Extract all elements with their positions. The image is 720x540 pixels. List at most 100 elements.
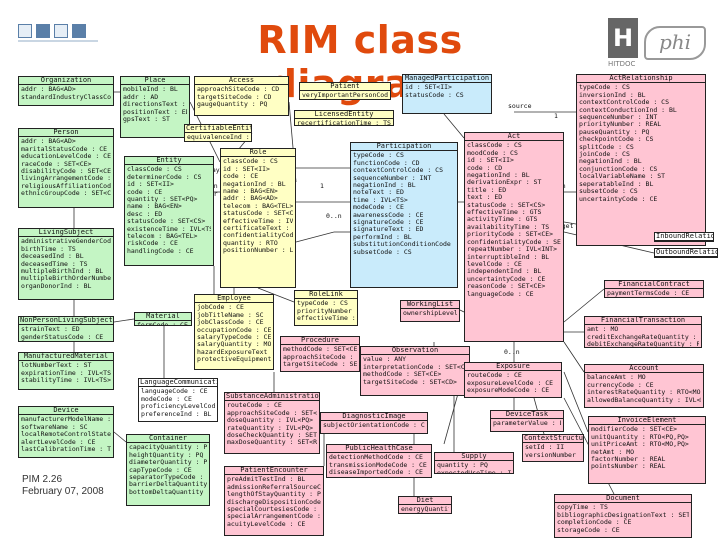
class-attribute: classCode : CS	[223, 158, 278, 166]
class-attribute: allowedBalanceQuantity : IVL<MO>	[587, 396, 701, 404]
class-attribute: unitQuantity : RTO<PQ,PQ>	[591, 433, 689, 441]
class-attribute: completionCode : CE	[557, 519, 632, 527]
association-line	[563, 341, 585, 373]
class-attribute: languageCode : CE	[141, 388, 208, 396]
class-attribute: diseaseImportedCode : CE	[329, 469, 423, 477]
class-attribute: methodCode : SET<CE>	[363, 371, 442, 379]
class-attribute: localRemoteControlStateCode : CE	[21, 431, 111, 439]
class-attribute: value : ANY	[363, 356, 407, 364]
class-attribute: methodCode : SET<CE>	[283, 346, 357, 354]
class-name: ContextStructure	[523, 435, 583, 444]
class-attribute: performInd : BL	[353, 233, 412, 241]
class-attribute: transmissionModeCode : CE	[329, 461, 427, 469]
class-name: InboundRelationship	[655, 233, 713, 241]
class-attribute: addr : BAG<AD>	[21, 138, 76, 146]
class-name: ActRelationship	[577, 75, 705, 84]
class-attribute: typeCode : CS	[297, 300, 348, 308]
class-attribute: certificateText : ED	[223, 225, 293, 233]
class-name: DiagnosticImage	[321, 413, 427, 422]
class-attribute: gaugeQuantity : PQ	[197, 101, 268, 109]
association-label: 0..n	[326, 212, 342, 220]
class-name: OutboundRelationship	[655, 249, 717, 257]
class-name: FinancialTransaction	[585, 317, 701, 326]
class-attribute: seperatableInd : BL	[579, 180, 654, 188]
organization-logo	[18, 24, 98, 42]
class-attribute: expirationTime : IVL<TS>	[21, 369, 111, 377]
class-attribute: contextControlCode : CS	[579, 99, 670, 107]
class-attribute: independentInd : BL	[467, 268, 542, 276]
class-attribute: copyTime : TS	[557, 504, 608, 512]
class-name: ManagedParticipation	[403, 75, 491, 84]
class-context: ContextStructuresetId : IIversionNumber …	[522, 434, 584, 462]
class-attribute: bottomDeltaQuantity : PQ	[129, 488, 207, 496]
class-attribute: time : IVL<TS>	[353, 196, 408, 204]
class-attribute: quantity : PQ	[437, 462, 488, 470]
class-attribute: ethnicGroupCode : SET<CE>	[21, 190, 111, 198]
class-attribute: approachSiteCode : CD	[197, 86, 280, 94]
class-attribute: disabilityCode : SET<CE>	[21, 168, 111, 176]
class-name: LicensedEntity	[295, 111, 393, 120]
class-name: Device	[19, 407, 113, 416]
class-attribute: effectiveTime : GTS	[467, 209, 542, 217]
class-attribute: formCode : CE	[137, 322, 189, 325]
class-attribute: modifierCode : SET<CE>	[591, 426, 678, 434]
class-attribute: contextConductionInd : BL	[579, 106, 677, 114]
class-attribute: deceasedTime : TS	[21, 260, 88, 268]
class-name: NonPersonLivingSubject	[19, 317, 113, 326]
class-attribute: unitPriceAmt : RTO<MO,PQ>	[591, 441, 689, 449]
class-attribute: equivalenceInd : BL	[187, 134, 249, 142]
class-name: ManufacturedMaterial	[19, 353, 113, 362]
class-attribute: debitExchangeRateQuantity : REAL	[587, 341, 699, 348]
class-attribute: functionCode : CD	[353, 159, 420, 167]
class-attribute: negationInd : BL	[579, 158, 642, 166]
class-name: LivingSubject	[19, 229, 113, 238]
class-attribute: jobClassCode : CE	[197, 319, 264, 327]
class-attribute: moodCode : CS	[467, 149, 518, 157]
class-attribute: proficiencyLevelCode : CE	[141, 403, 215, 411]
class-attribute: code : CE	[127, 188, 163, 196]
class-attribute: ownershipLevelCode : CE	[403, 310, 457, 318]
class-attribute: storageCode : CE	[557, 526, 620, 534]
class-attribute: specialCourtesiesCode : SET<CE>	[227, 506, 321, 514]
class-attribute: mobileInd : BL	[123, 86, 178, 94]
class-attribute: bibliographicDesignationText : SET<ED>	[557, 511, 689, 519]
slide-footer: PIM 2.26 February 07, 2008	[22, 474, 104, 498]
class-attribute: parameterValue : LIST<ANY>	[493, 420, 561, 428]
class-name: Organization	[19, 77, 113, 86]
class-attribute: religiousAffiliationCode : CE	[21, 182, 111, 190]
class-name: Procedure	[281, 337, 359, 346]
class-name: DeviceTask	[491, 411, 563, 420]
class-attribute: approachSiteCode : SET<CD>	[283, 353, 357, 361]
class-attribute: priorityNumber : REAL	[579, 121, 662, 129]
class-attribute: splitCode : CS	[579, 143, 634, 151]
class-attribute: id : SET<II>	[467, 157, 514, 165]
class-attribute: conjunctionCode : CS	[579, 165, 658, 173]
class-attribute: targetSiteCode : SET<CD>	[363, 378, 457, 386]
class-attribute: exposureModeCode : CE	[467, 387, 550, 395]
class-attribute: addr : BAG<AD>	[21, 86, 76, 94]
class-attribute: confidentialityCode : SET<CE>	[223, 232, 293, 240]
class-attribute: effectiveTime : IVL<TS>	[223, 217, 293, 225]
class-attribute: riskCode : CE	[127, 240, 178, 248]
class-attribute: signatureText : ED	[353, 226, 424, 234]
class-attribute: signatureCode : CE	[353, 219, 424, 227]
class-name: InvoiceElement	[589, 417, 705, 426]
class-name: Document	[555, 495, 691, 504]
class-languagecomm: LanguageCommunicationlanguageCode : CEmo…	[138, 378, 218, 422]
class-attribute: expectedUseTime : IVL<TS>	[437, 469, 511, 474]
